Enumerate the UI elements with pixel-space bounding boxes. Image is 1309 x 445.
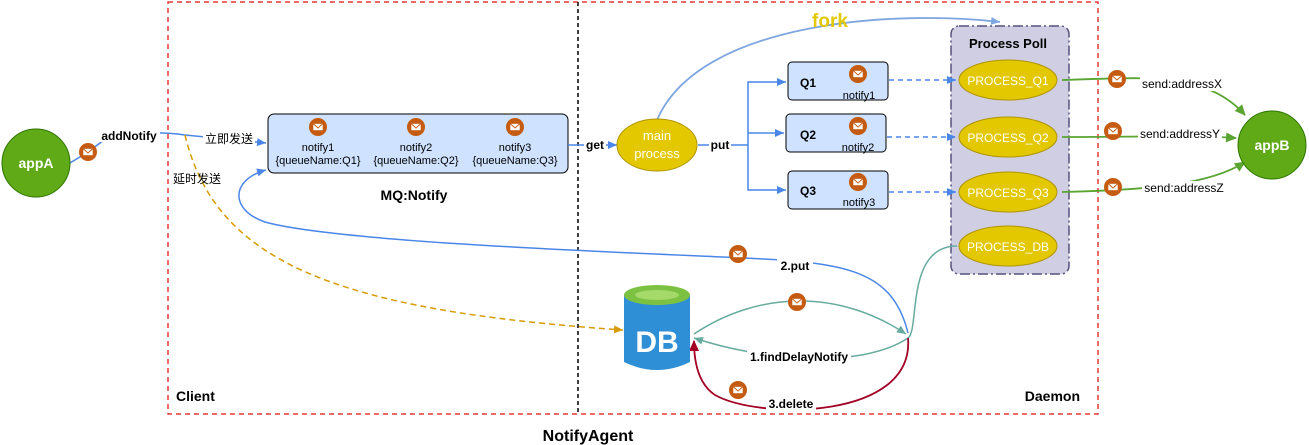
mq-item-queue: {queueName:Q3}	[472, 155, 557, 167]
envelope-icon	[848, 172, 868, 192]
node-process-q3: PROCESS_Q3	[958, 171, 1058, 213]
mq-item-name: notify2	[400, 142, 432, 154]
notify-agent-boundary	[167, 1, 1099, 415]
label-fork: fork	[812, 11, 848, 32]
mq-item-2: notify2 {queueName:Q2}	[373, 117, 459, 167]
node-process-db: PROCESS_DB	[958, 225, 1058, 267]
edge-3-delete	[689, 337, 909, 411]
mq-notify-box	[267, 113, 569, 174]
queue-q1: Q1 notify1	[787, 61, 889, 102]
label-send-y: send:addressY	[1140, 127, 1220, 141]
label-add-notify: addNotify	[101, 129, 157, 143]
label-delayed-send: 延时发送	[173, 171, 221, 186]
label-send-z: send:addressZ	[1144, 181, 1223, 195]
process-label: PROCESS_Q2	[967, 131, 1049, 145]
envelope-icon	[505, 117, 525, 137]
label-3-delete: 3.delete	[769, 397, 814, 411]
node-main-process: main process	[616, 118, 698, 172]
mq-item-name: notify3	[499, 142, 531, 154]
label-daemon: Daemon	[1025, 388, 1080, 404]
edge-fork	[656, 16, 1001, 121]
queue-item: notify1	[843, 90, 875, 102]
node-appA: appA	[1, 128, 71, 198]
envelope-icon	[1103, 121, 1123, 141]
queue-item: notify3	[843, 197, 875, 209]
envelope-icon	[1103, 177, 1123, 197]
label-find-delay-notify: 1.findDelayNotify	[750, 350, 848, 364]
db-label: DB	[635, 326, 678, 359]
edge-delayed-send	[184, 134, 624, 334]
process-poll-label: Process Poll	[969, 36, 1047, 51]
envelope-icon	[728, 380, 748, 400]
queue-q2: Q2 notify2	[785, 113, 887, 154]
node-appB: appB	[1237, 110, 1307, 180]
mq-notify-label: MQ:Notify	[381, 187, 448, 203]
diagram-title: NotifyAgent	[543, 428, 634, 445]
queue-item: notify2	[842, 142, 874, 154]
edge-put-q1	[747, 78, 786, 145]
queue-name: Q2	[800, 128, 816, 142]
node-process-q1: PROCESS_Q1	[958, 59, 1058, 101]
label-immediate-send: 立即发送	[205, 131, 253, 146]
appB-label: appB	[1255, 137, 1290, 153]
envelope-icon	[787, 292, 807, 312]
envelope-icon	[78, 142, 98, 162]
mq-item-queue: {queueName:Q2}	[373, 155, 458, 167]
mq-item-queue: {queueName:Q1}	[275, 155, 360, 167]
process-label: PROCESS_Q3	[967, 186, 1049, 200]
queue-q3: Q3 notify3	[787, 170, 889, 210]
envelope-icon	[406, 117, 426, 137]
queue-name: Q3	[800, 184, 816, 198]
process-label: PROCESS_DB	[967, 240, 1049, 254]
envelope-icon	[1107, 69, 1127, 89]
label-2-put: 2.put	[781, 259, 810, 273]
mq-item-name: notify1	[302, 142, 334, 154]
appA-label: appA	[19, 155, 54, 171]
main-process-line2: process	[634, 146, 680, 161]
label-put: put	[711, 138, 730, 152]
edge-2-put	[238, 168, 909, 334]
main-process-line1: main	[643, 128, 671, 143]
envelope-icon	[728, 244, 748, 264]
envelope-icon	[308, 117, 328, 137]
mq-item-3: notify3 {queueName:Q3}	[472, 117, 558, 167]
queue-name: Q1	[800, 76, 816, 90]
label-send-x: send:addressX	[1142, 77, 1222, 91]
envelope-icon	[848, 64, 868, 84]
mq-item-1: notify1 {queueName:Q1}	[275, 117, 361, 167]
process-label: PROCESS_Q1	[967, 74, 1049, 88]
edge-put-q3	[747, 145, 786, 194]
node-process-q2: PROCESS_Q2	[958, 116, 1058, 158]
envelope-icon	[848, 116, 868, 136]
label-get: get	[586, 138, 604, 152]
db-icon: DB	[624, 285, 690, 370]
label-client: Client	[176, 388, 215, 404]
